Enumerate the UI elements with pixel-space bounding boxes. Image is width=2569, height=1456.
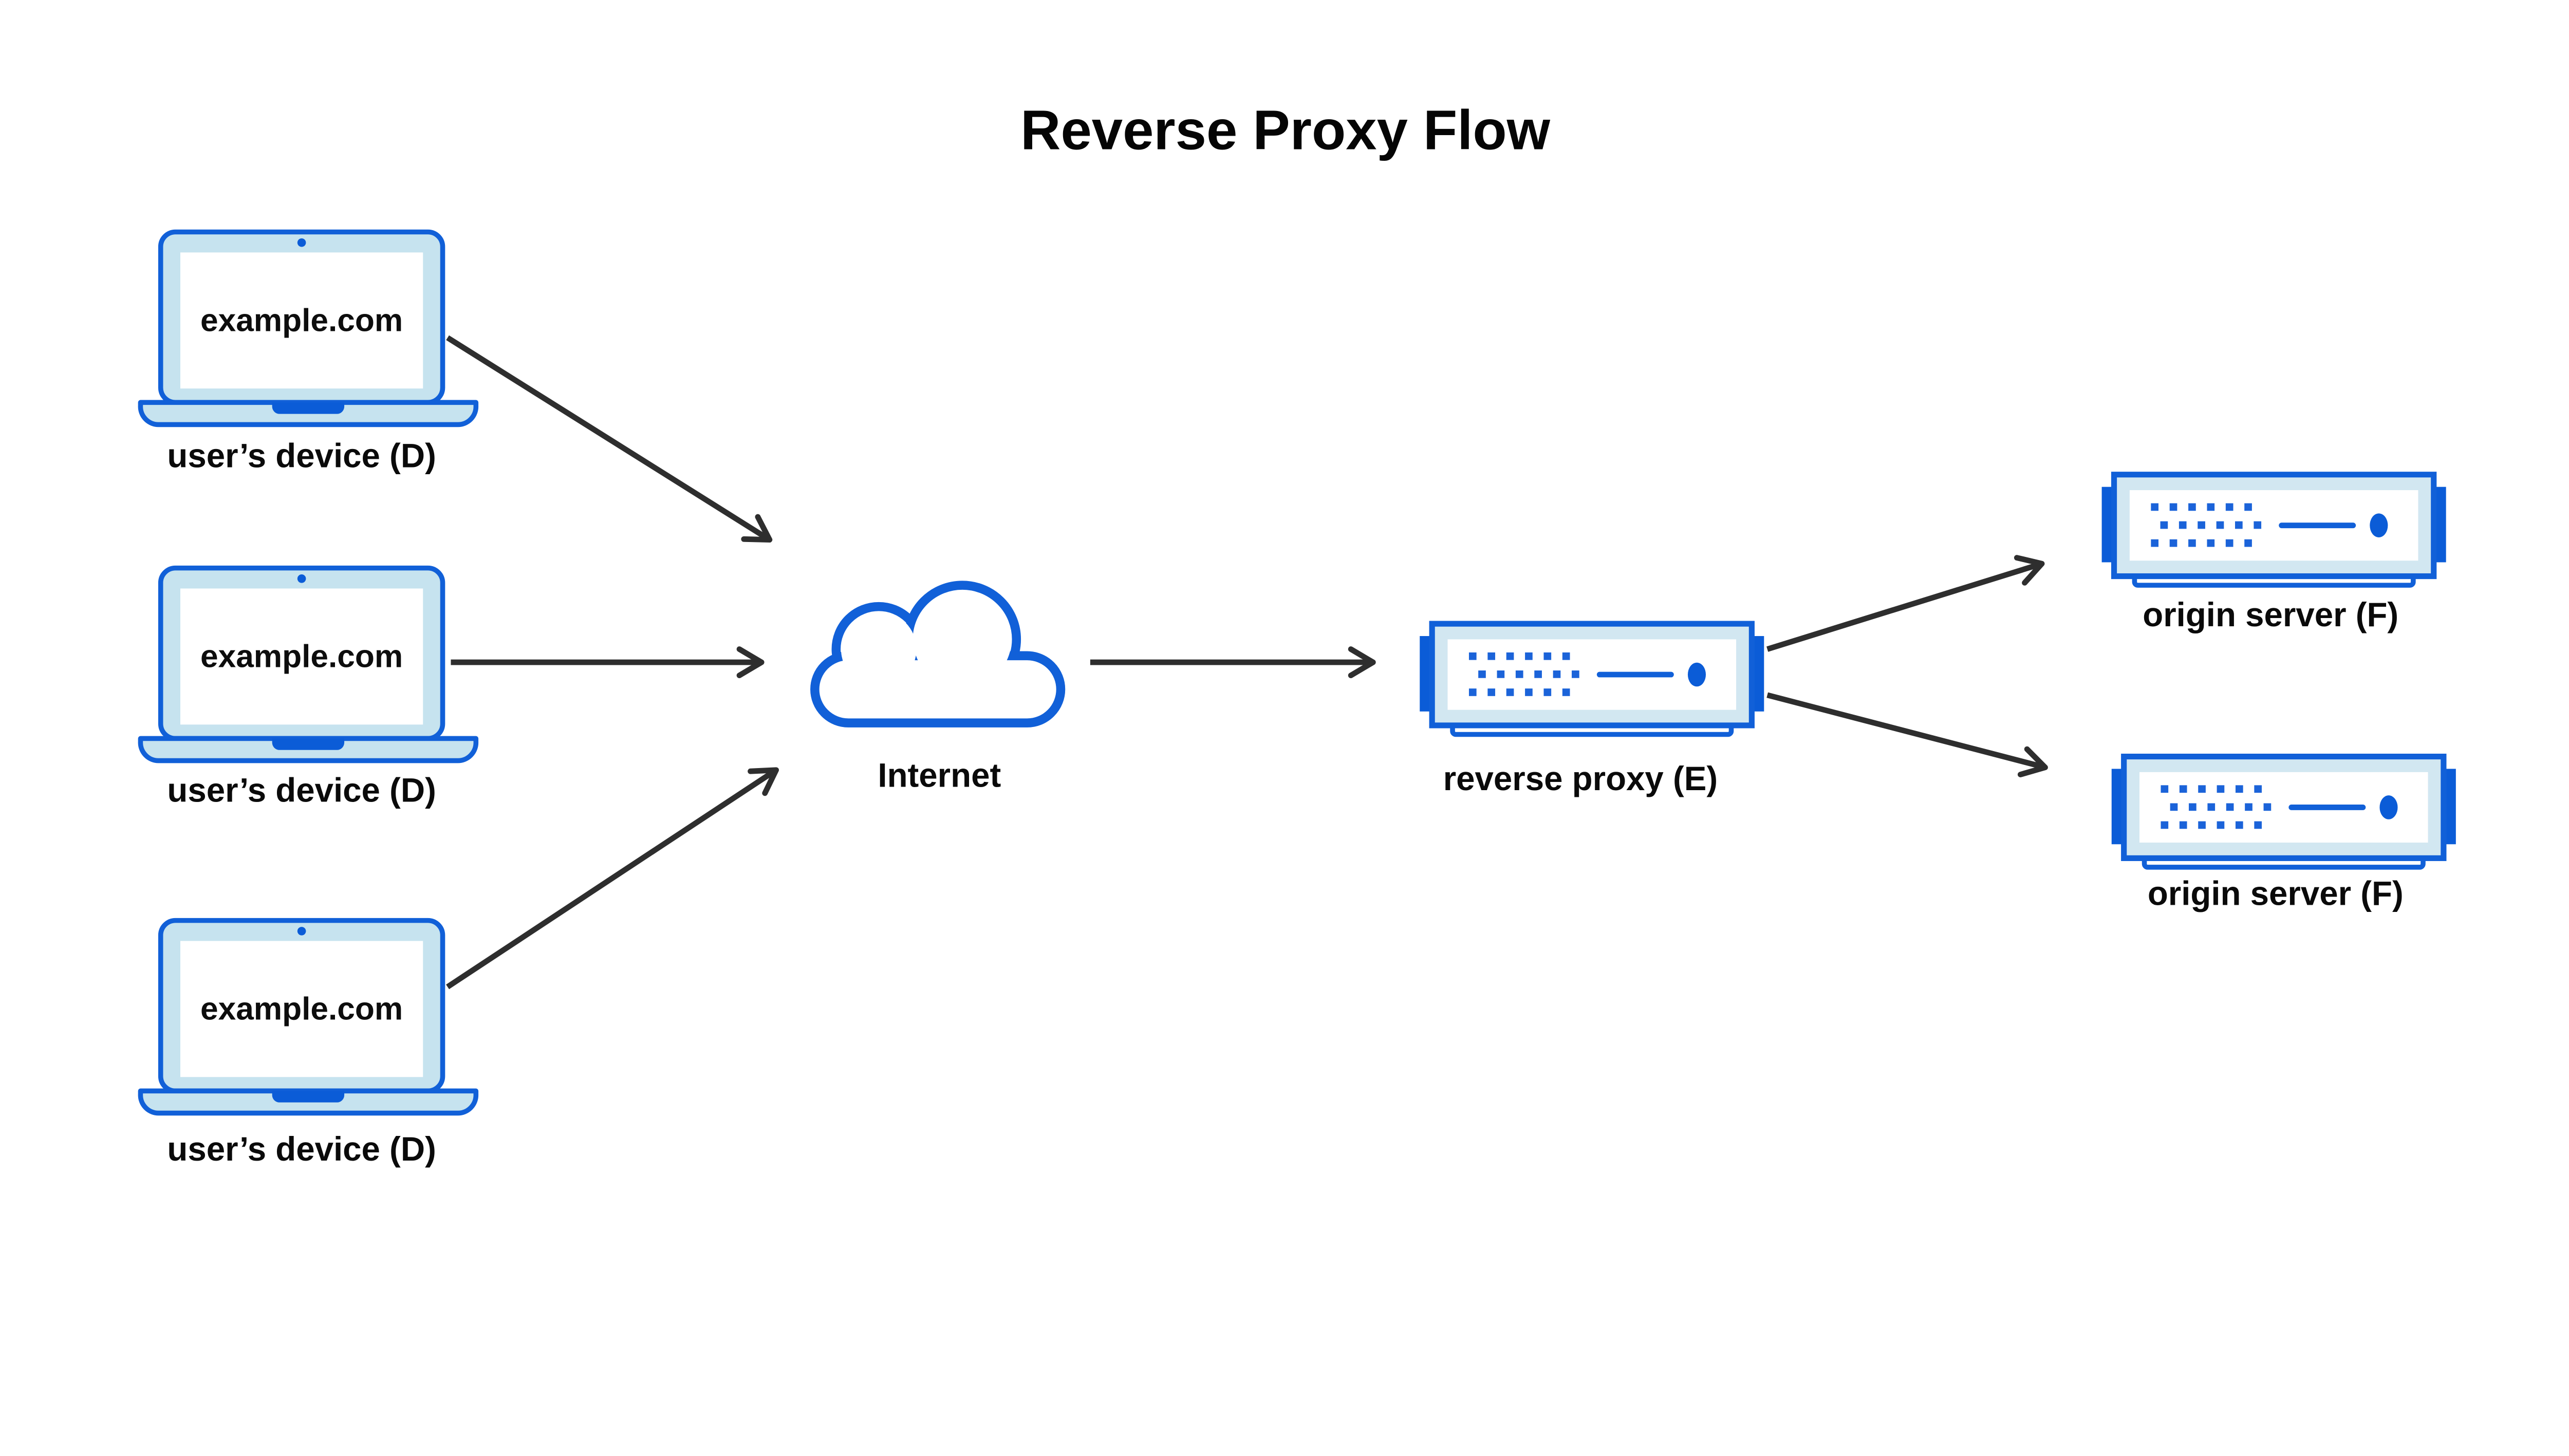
reverse-proxy-label: reverse proxy (E) <box>1443 760 1718 797</box>
reverse-proxy-server-icon <box>1420 624 1764 734</box>
page-title: Reverse Proxy Flow <box>1020 99 1551 161</box>
origin-server-1-icon <box>2102 475 2446 585</box>
reverse-proxy-flow-diagram: Reverse Proxy Flow example.com user’s de… <box>0 99 2569 1168</box>
internet-cloud-icon <box>815 585 1061 723</box>
arrow-proxy-to-origin1 <box>1766 555 2045 652</box>
internet-label: Internet <box>878 757 1001 794</box>
diagram-canvas: Reverse Proxy Flow example.com user’s de… <box>0 99 2569 1168</box>
device-1-screen-text: example.com <box>200 303 403 339</box>
arrow-device3-to-internet <box>446 767 779 990</box>
origin-server-1-label: origin server (F) <box>2143 596 2398 633</box>
arrow-proxy-to-origin2 <box>1766 692 2048 777</box>
device-2-label: user’s device (D) <box>167 771 436 809</box>
device-2-screen-text: example.com <box>200 639 403 675</box>
origin-server-2-icon <box>2112 757 2456 867</box>
device-3-screen-text: example.com <box>200 992 403 1027</box>
device-1-label: user’s device (D) <box>167 437 436 474</box>
flow-arrows <box>446 335 2048 990</box>
origin-server-2-label: origin server (F) <box>2148 874 2404 912</box>
arrow-device1-to-internet <box>446 335 773 543</box>
device-3-label: user’s device (D) <box>167 1130 436 1168</box>
